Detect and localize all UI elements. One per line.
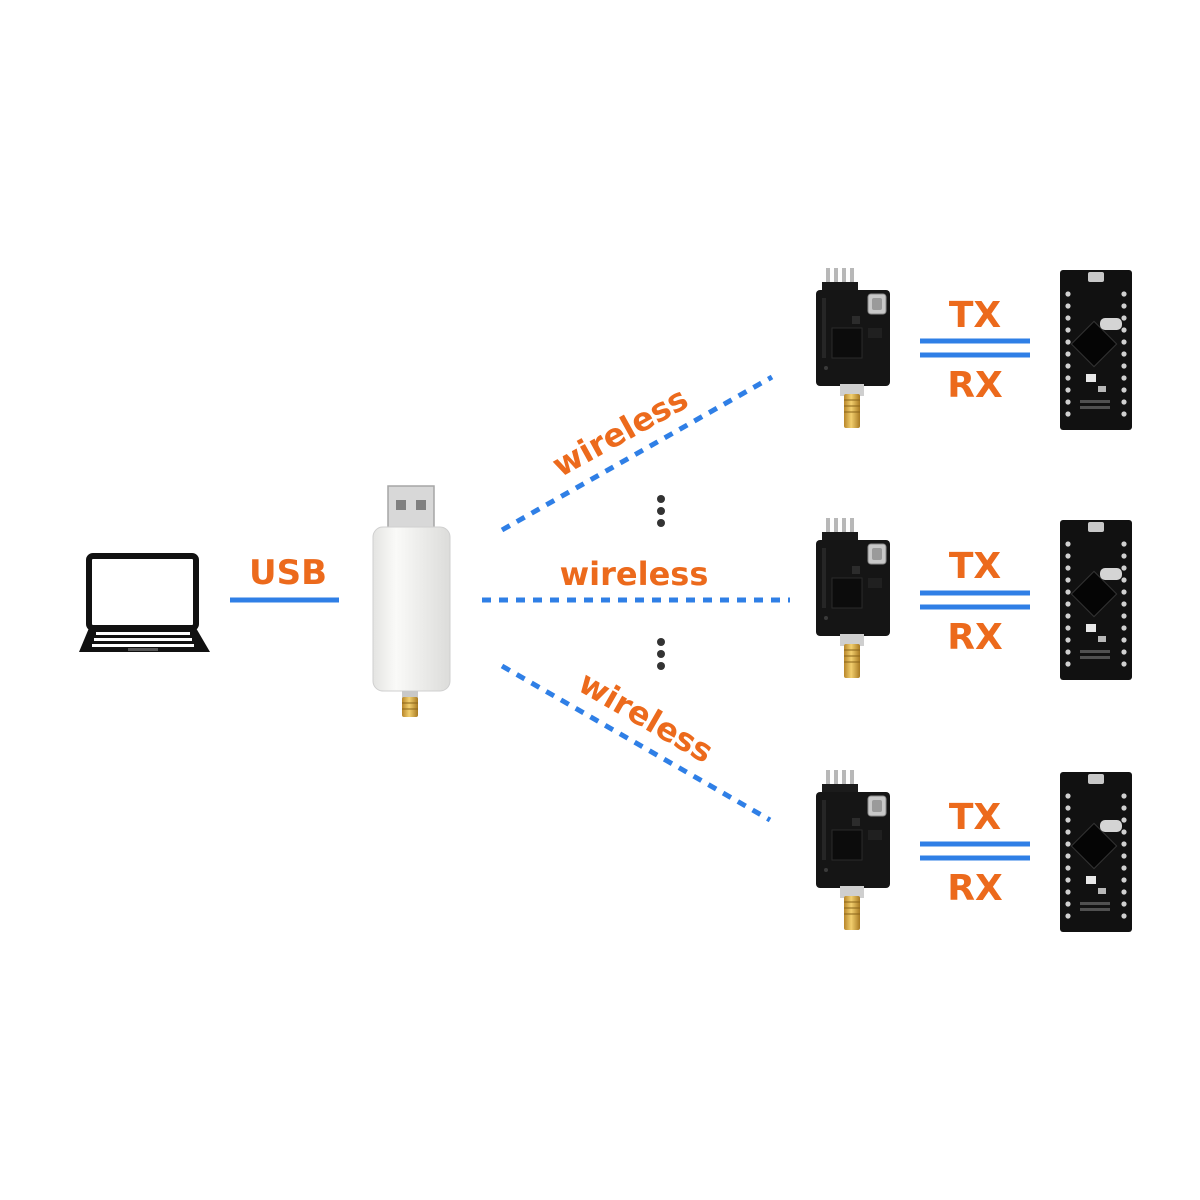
wireless-link-top [500,374,774,533]
rx-label: RX [947,365,1003,406]
vertical-ellipsis-icon [657,495,665,527]
mcu-board-icon [1059,519,1133,681]
mcu-board-icon [1059,269,1133,431]
wireless-module-icon [815,769,891,931]
wireless-module-icon [815,517,891,679]
rx-label: RX [947,617,1003,658]
rx-label: RX [947,868,1003,909]
usb-label: USB [249,553,328,593]
wireless-link-bottom [500,663,772,823]
tx-label: TX [948,546,1002,587]
usb-dongle-icon [372,485,451,717]
laptop-icon [79,553,210,652]
wireless-module-icon [815,267,891,429]
tx-label: TX [948,797,1002,838]
tx-label: TX [948,295,1002,336]
wireless-label-middle: wireless [559,555,709,593]
vertical-ellipsis-icon [657,638,665,670]
mcu-board-icon [1059,771,1133,933]
